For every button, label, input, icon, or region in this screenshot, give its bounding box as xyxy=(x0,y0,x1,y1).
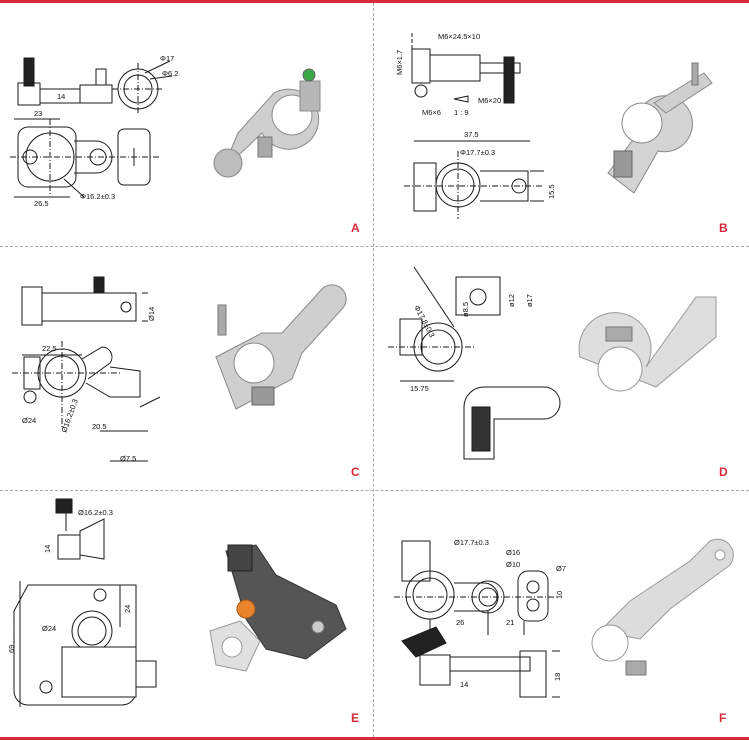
panel-c: Ø14 22.5 Ø24 Ø16.2±0.3 20.5 Ø7.5 C xyxy=(0,247,373,490)
dim-a-4: 26.5 xyxy=(34,199,49,208)
dim-b-3: M6×6 xyxy=(422,108,441,117)
column-divider xyxy=(373,3,374,737)
panel-a-letter: A xyxy=(351,221,360,235)
dim-d-1: ø12 xyxy=(507,294,516,307)
dim-b-4: 1 : 9 xyxy=(454,108,469,117)
panel-e: Ø16.2±0.3 14 24 Ø24 69 E xyxy=(0,491,373,737)
row-divider xyxy=(0,490,749,491)
bottom-accent-bar xyxy=(0,737,749,740)
panel-c-letter: C xyxy=(351,465,360,479)
dim-a-1: Φ6.2 xyxy=(162,69,178,78)
dim-f-2: Ø10 xyxy=(506,560,520,569)
row-divider xyxy=(0,246,749,247)
dim-d-4: 15.75 xyxy=(410,384,429,393)
dim-c-4: 20.5 xyxy=(92,422,107,431)
dim-c-0: Ø14 xyxy=(147,307,156,321)
terminal-c-drawing: Ø14 22.5 Ø24 Ø16.2±0.3 20.5 Ø7.5 xyxy=(12,276,347,463)
dim-f-8: 18 xyxy=(553,673,562,681)
dim-f-3: Ø7 xyxy=(556,564,566,573)
dim-d-3: ø8.5 xyxy=(461,302,470,317)
dim-f-5: 26 xyxy=(456,618,464,627)
dim-a-0: Φ17 xyxy=(160,54,174,63)
dim-e-4: 69 xyxy=(7,645,16,653)
dim-b-2: M6×20 xyxy=(478,96,501,105)
panel-b: M6×24.5×10 M6×1.7 M6×20 M6×6 1 : 9 37.5 … xyxy=(374,3,749,246)
dim-d-0: Φ17.8±0.3 xyxy=(412,304,436,339)
dim-e-3: Ø24 xyxy=(42,624,56,633)
dim-b-0: M6×24.5×10 xyxy=(438,32,480,41)
dim-b-6: Φ17.7±0.3 xyxy=(460,148,495,157)
dim-f-7: 14 xyxy=(460,680,468,689)
terminal-b-drawing: M6×24.5×10 M6×1.7 M6×20 M6×6 1 : 9 37.5 … xyxy=(395,32,713,219)
dim-e-2: 24 xyxy=(123,605,132,613)
panel-f: Ø17.7±0.3 Ø16 Ø10 Ø7 10 26 21 14 18 F xyxy=(374,491,749,737)
top-accent-bar xyxy=(0,0,749,3)
dim-f-4: 10 xyxy=(555,591,564,599)
panel-b-letter: B xyxy=(719,221,728,235)
dim-a-3: 23 xyxy=(34,109,42,118)
terminal-e-drawing: Ø16.2±0.3 14 24 Ø24 69 xyxy=(7,498,347,707)
dim-d-2: ø17 xyxy=(525,294,534,307)
terminal-f-drawing: Ø17.7±0.3 Ø16 Ø10 Ø7 10 26 21 14 18 xyxy=(394,538,734,698)
dim-b-5: 37.5 xyxy=(464,130,479,139)
dim-c-2: Ø24 xyxy=(22,416,36,425)
panel-d: Φ17.8±0.3 ø12 ø17 ø8.5 15.75 D xyxy=(374,247,749,490)
dim-b-7: 15.5 xyxy=(547,184,556,199)
panel-f-letter: F xyxy=(719,711,727,725)
terminal-a-drawing: Φ17 Φ6.2 14 23 26.5 Φ16.2±0.3 xyxy=(10,54,321,208)
dim-e-1: 14 xyxy=(43,545,52,553)
dim-c-5: Ø7.5 xyxy=(120,454,136,463)
panel-e-letter: E xyxy=(351,711,360,725)
dim-c-1: 22.5 xyxy=(42,344,57,353)
panel-a: Φ17 Φ6.2 14 23 26.5 Φ16.2±0.3 A xyxy=(0,3,373,246)
dim-a-2: 14 xyxy=(57,92,65,101)
dim-b-1: M6×1.7 xyxy=(395,50,404,75)
dim-f-6: 21 xyxy=(506,618,514,627)
dim-f-1: Ø16 xyxy=(506,548,520,557)
terminal-d-drawing: Φ17.8±0.3 ø12 ø17 ø8.5 15.75 xyxy=(388,266,717,460)
dim-f-0: Ø17.7±0.3 xyxy=(454,538,489,547)
dim-a-5: Φ16.2±0.3 xyxy=(80,192,115,201)
dim-e-0: Ø16.2±0.3 xyxy=(78,508,113,517)
panel-d-letter: D xyxy=(719,465,728,479)
